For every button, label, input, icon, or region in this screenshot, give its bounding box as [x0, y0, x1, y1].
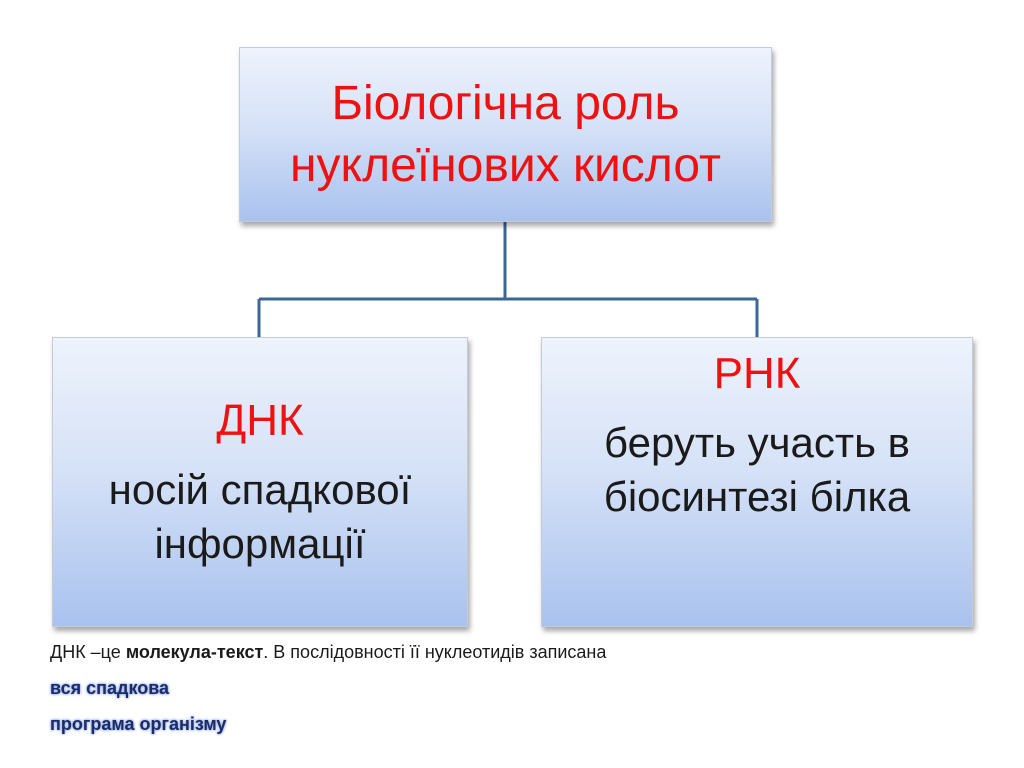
rna-node-title: РНК	[713, 349, 801, 398]
caption-part-2: . В послідовності її нуклеотидів записан…	[263, 642, 607, 662]
caption-bold-term: молекула-текст	[125, 642, 264, 662]
caption-highlight-1: вся спадкова	[50, 678, 170, 698]
dna-node-line-1: носій спадкової	[108, 466, 412, 513]
caption-text: ДНК –це молекула-текст. В послідовності …	[50, 634, 610, 742]
root-node-line-2: нуклеїнових кислот	[290, 138, 721, 192]
rna-node-line-2: біосинтезі білка	[603, 473, 911, 520]
root-node-box: Біологічна роль нуклеїнових кислот	[239, 47, 772, 222]
root-node-line-1: Біологічна роль	[331, 76, 680, 130]
dna-node-line-2: інформації	[154, 520, 366, 567]
dna-node-title: ДНК	[216, 396, 304, 445]
dna-node-box: ДНК носій спадкової інформації	[52, 337, 468, 627]
caption-part-1: ДНК –це	[50, 642, 126, 662]
caption-highlight-2: програма організму	[50, 714, 227, 734]
rna-node-line-1: беруть участь в	[604, 419, 910, 466]
rna-node-box: РНК беруть участь в біосинтезі білка	[541, 337, 973, 627]
